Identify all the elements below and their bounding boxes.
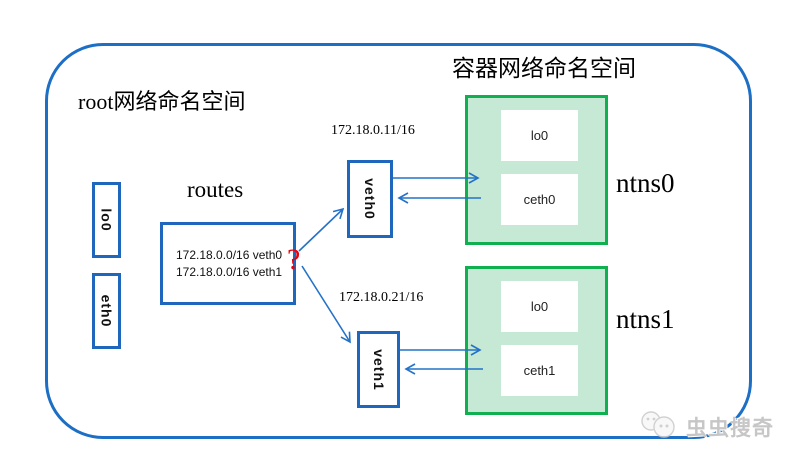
- route-choice-question-mark: ?: [287, 243, 301, 276]
- root-interface-eth0: eth0: [92, 273, 121, 349]
- ntns1-interface-ceth1: ceth1: [501, 345, 578, 396]
- watermark-logo-icon: [641, 411, 675, 438]
- veth0-label: veth0: [362, 178, 379, 220]
- eth0-label: eth0: [98, 294, 115, 328]
- root-interface-lo0: lo0: [92, 182, 121, 258]
- ntns1-name: ntns1: [616, 304, 675, 334]
- routes-title: routes: [187, 177, 244, 202]
- lo0-label: lo0: [98, 208, 115, 232]
- routes-table: 172.18.0.0/16 veth0 172.18.0.0/16 veth1: [160, 222, 296, 305]
- ntns0-interface-lo0: lo0: [501, 110, 578, 161]
- route-entry: 172.18.0.0/16 veth1: [176, 264, 283, 279]
- veth1-box: veth1: [357, 331, 400, 408]
- namespace-ntns1-box: lo0 ceth1: [465, 266, 608, 415]
- veth0-ip-label: 172.18.0.11/16: [331, 123, 415, 138]
- veth1-label: veth1: [370, 348, 387, 391]
- ntns0-name: ntns0: [616, 168, 675, 198]
- route-entry: 172.18.0.0/16 veth0: [176, 248, 283, 263]
- namespace-ntns0-box: lo0 ceth0: [465, 95, 608, 245]
- watermark-text: 虫虫搜奇: [686, 417, 774, 440]
- veth1-ip-label: 172.18.0.21/16: [339, 290, 424, 305]
- root-namespace-title: root网络命名空间: [78, 89, 246, 114]
- root-namespace-boundary: [45, 43, 752, 439]
- ntns0-interface-ceth0: ceth0: [501, 174, 578, 225]
- container-namespace-title: 容器网络命名空间: [452, 56, 636, 81]
- ntns1-interface-lo0: lo0: [501, 281, 578, 332]
- veth0-box: veth0: [347, 160, 393, 238]
